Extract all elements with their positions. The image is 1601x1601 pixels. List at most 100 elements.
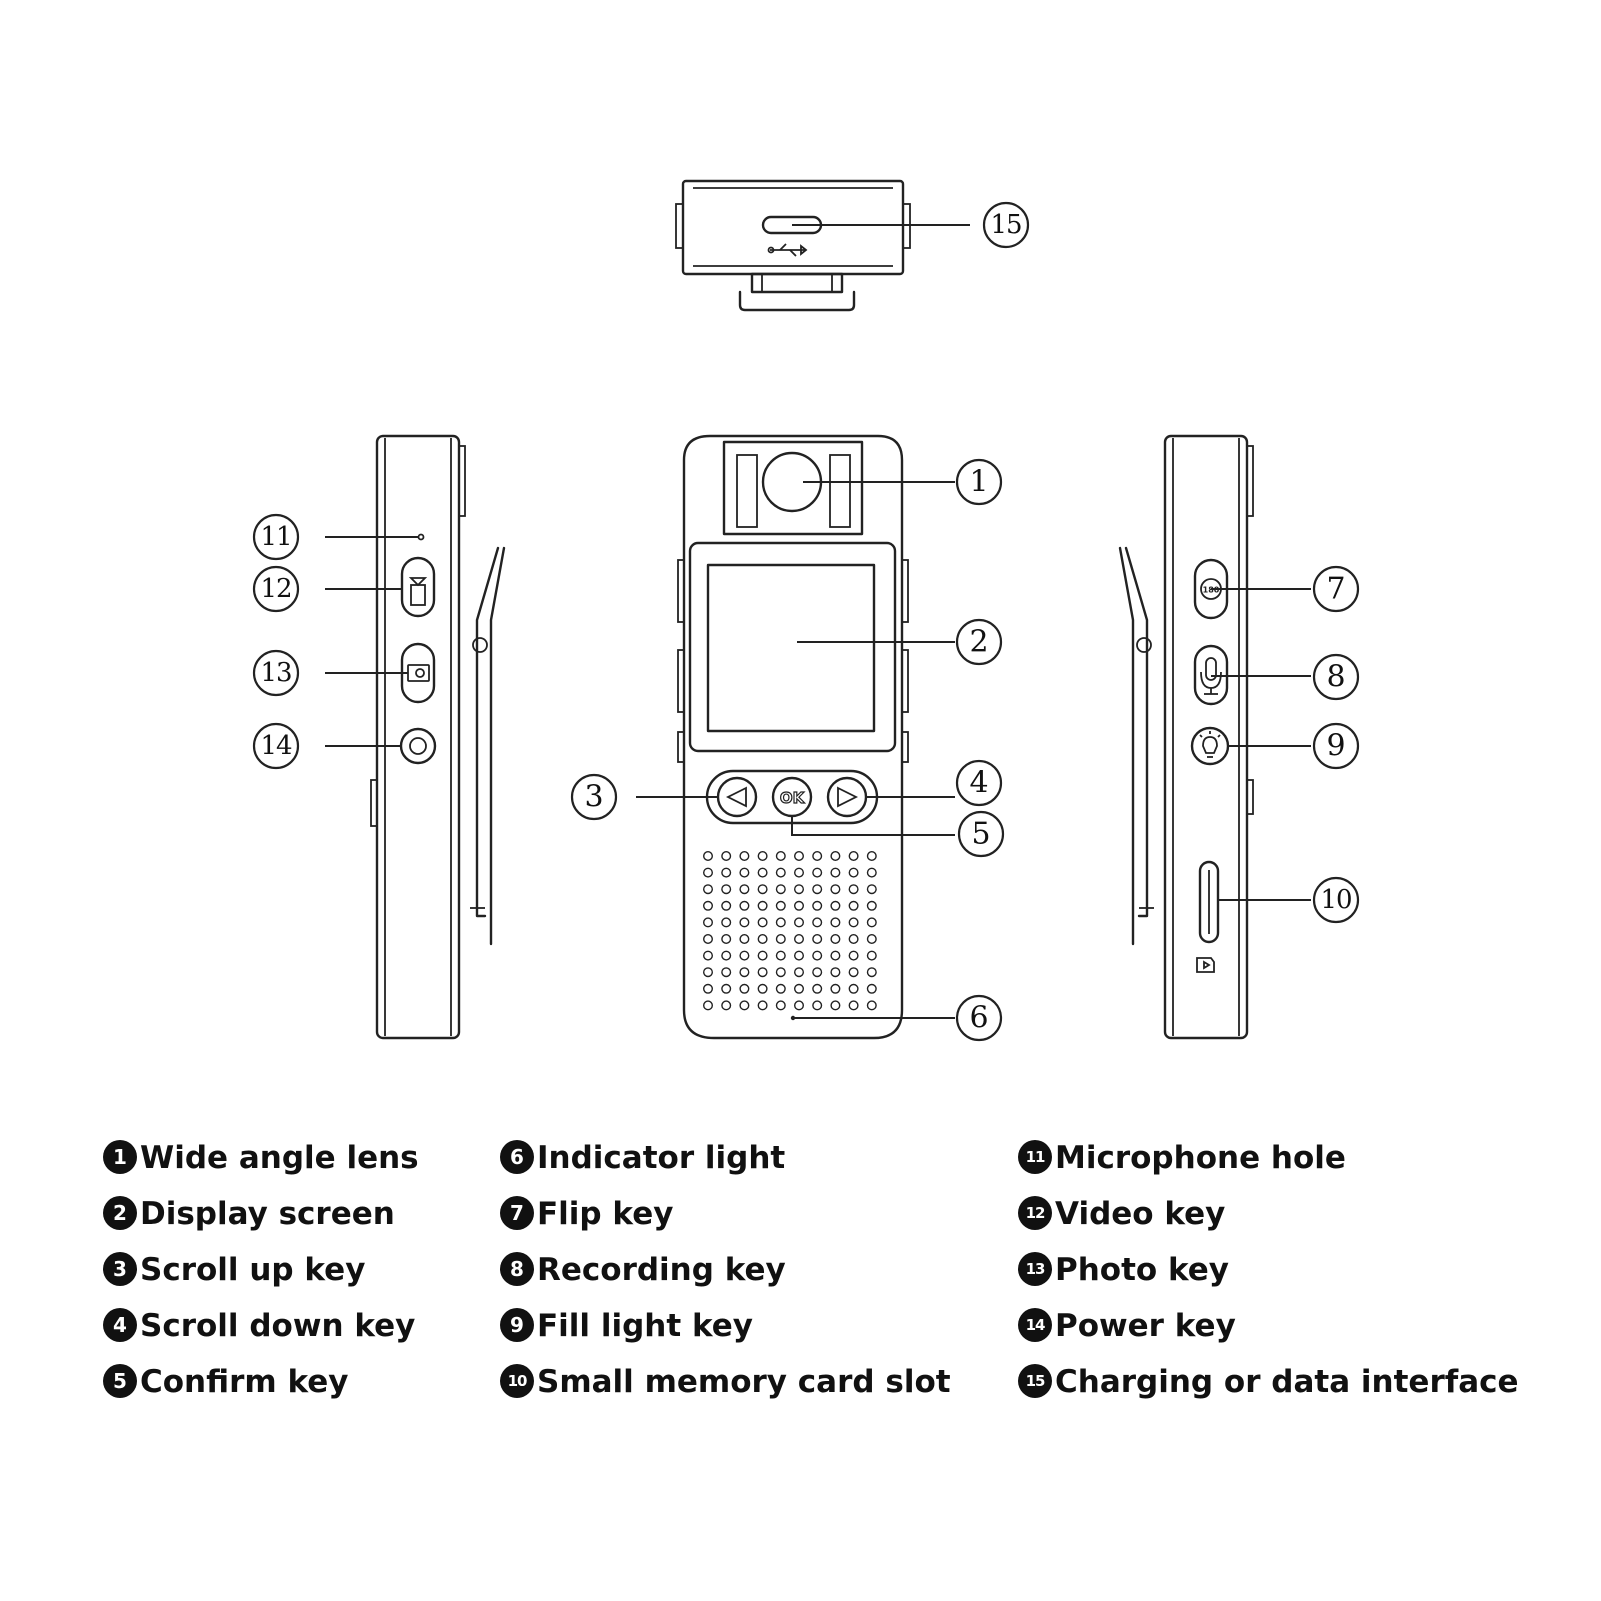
speaker-hole [703, 917, 714, 928]
callout-10: 10 [1312, 876, 1360, 924]
speaker-hole [703, 884, 714, 895]
speaker-hole [775, 950, 786, 961]
speaker-hole [775, 983, 786, 994]
callout-8: 8 [1312, 653, 1360, 701]
speaker-hole [866, 867, 877, 878]
speaker-hole [848, 884, 859, 895]
speaker-hole [812, 967, 823, 978]
speaker-hole [848, 900, 859, 911]
right-side-view: 180 [1118, 434, 1254, 1040]
callout-15: 15 [982, 201, 1030, 249]
speaker-hole [830, 884, 841, 895]
speaker-hole [739, 900, 750, 911]
svg-text:7: 7 [1326, 572, 1345, 607]
speaker-hole [794, 884, 805, 895]
callout-3: 3 [570, 773, 618, 821]
speaker-hole [866, 884, 877, 895]
callout-5: 5 [957, 810, 1005, 858]
speaker-hole [757, 983, 768, 994]
speaker-hole [830, 950, 841, 961]
speaker-hole [812, 917, 823, 928]
arrow-right-icon [837, 786, 859, 808]
svg-text:1: 1 [969, 465, 988, 500]
callout-badges: 1 2 3 4 5 6 7 8 9 10 11 12 13 14 15 [252, 201, 1360, 1042]
callout-9: 9 [1312, 722, 1360, 770]
speaker-hole [721, 934, 732, 945]
speaker-hole [739, 983, 750, 994]
speaker-hole [703, 967, 714, 978]
svg-text:12: 12 [260, 574, 291, 604]
speaker-hole [757, 1000, 768, 1011]
speaker-hole [866, 983, 877, 994]
speaker-hole [812, 851, 823, 862]
speaker-hole [703, 867, 714, 878]
speaker-hole [757, 884, 768, 895]
speaker-hole [757, 934, 768, 945]
speaker-hole [848, 867, 859, 878]
speaker-hole [830, 917, 841, 928]
speaker-hole [721, 851, 732, 862]
front-view: OK [677, 434, 909, 1040]
speaker-hole [830, 967, 841, 978]
speaker-hole [775, 851, 786, 862]
display-screen [706, 563, 876, 733]
memory-card-slot [1198, 860, 1220, 944]
speaker-hole [812, 934, 823, 945]
speaker-hole [775, 900, 786, 911]
speaker-hole [721, 950, 732, 961]
speaker-grille [703, 851, 877, 1011]
speaker-hole [866, 851, 877, 862]
speaker-hole [721, 983, 732, 994]
speaker-hole [757, 967, 768, 978]
svg-text:6: 6 [969, 1001, 988, 1036]
svg-text:4: 4 [969, 766, 988, 801]
leader-lines [325, 224, 1311, 1019]
svg-text:9: 9 [1326, 729, 1345, 764]
speaker-hole [866, 967, 877, 978]
speaker-hole [848, 917, 859, 928]
speaker-hole [794, 917, 805, 928]
speaker-hole [739, 1000, 750, 1011]
speaker-hole [794, 1000, 805, 1011]
speaker-hole [721, 917, 732, 928]
speaker-hole [703, 900, 714, 911]
svg-text:15: 15 [990, 210, 1021, 240]
speaker-hole [775, 934, 786, 945]
speaker-hole [739, 867, 750, 878]
speaker-hole [794, 900, 805, 911]
speaker-hole [775, 967, 786, 978]
speaker-hole [703, 934, 714, 945]
speaker-hole [757, 851, 768, 862]
device-diagram: OK 180 [252, 179, 1360, 1042]
speaker-hole [775, 884, 786, 895]
speaker-hole [812, 884, 823, 895]
callout-2: 2 [955, 618, 1003, 666]
speaker-hole [848, 934, 859, 945]
speaker-hole [775, 917, 786, 928]
speaker-hole [794, 967, 805, 978]
scroll-up-button[interactable] [716, 776, 758, 818]
confirm-button[interactable]: OK [771, 776, 813, 818]
speaker-hole [794, 934, 805, 945]
speaker-hole [848, 950, 859, 961]
speaker-hole [739, 884, 750, 895]
speaker-hole [848, 851, 859, 862]
camera-icon [407, 664, 430, 682]
svg-text:13: 13 [260, 658, 291, 688]
scroll-down-button[interactable] [826, 776, 868, 818]
speaker-hole [866, 900, 877, 911]
callout-13: 13 [252, 649, 300, 697]
